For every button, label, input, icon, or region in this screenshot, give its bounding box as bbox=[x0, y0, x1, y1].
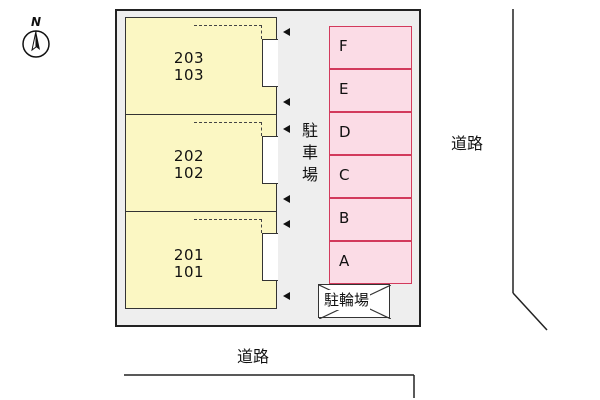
parking-space-label: C bbox=[339, 166, 350, 184]
parking-label-char: 場 bbox=[301, 165, 318, 184]
entrance-arrow-icon bbox=[283, 98, 290, 106]
building-unit-203-103: 203 103 bbox=[125, 17, 278, 115]
parking-space-d: D bbox=[329, 112, 412, 155]
balcony bbox=[262, 39, 278, 87]
compass-label: N bbox=[31, 15, 42, 29]
room-upper-number: 203 bbox=[173, 49, 205, 67]
entrance-arrow-icon bbox=[283, 292, 290, 300]
upper-floor-outline bbox=[194, 122, 262, 136]
entrance-arrow-icon bbox=[283, 220, 290, 228]
upper-floor-outline bbox=[194, 25, 262, 39]
road-label-right: 道路 bbox=[451, 134, 484, 153]
parking-label-char: 車 bbox=[301, 143, 318, 162]
parking-space-label: D bbox=[339, 123, 351, 141]
bicycle-parking: 駐輪場 bbox=[318, 284, 391, 319]
parking-space-a: A bbox=[329, 241, 412, 284]
room-upper-number: 201 bbox=[173, 246, 205, 264]
parking-space-label: F bbox=[339, 37, 348, 55]
entrance-arrow-icon bbox=[283, 125, 290, 133]
upper-floor-outline bbox=[194, 219, 262, 233]
parking-space-f: F bbox=[329, 26, 412, 69]
parking-label: 駐 車 場 bbox=[301, 120, 319, 186]
parking-space-label: B bbox=[339, 209, 350, 227]
road-label-bottom: 道路 bbox=[237, 347, 270, 366]
room-lower-number: 101 bbox=[173, 263, 205, 281]
parking-label-char: 駐 bbox=[301, 121, 318, 140]
compass: N bbox=[21, 15, 51, 59]
entrance-arrow-icon bbox=[283, 28, 290, 36]
parking-space-e: E bbox=[329, 69, 412, 112]
parking-space-label: A bbox=[339, 252, 350, 270]
north-arrow-icon bbox=[22, 30, 50, 58]
balcony bbox=[262, 136, 278, 184]
parking-space-label: E bbox=[339, 80, 349, 98]
entrance-arrow-icon bbox=[283, 195, 290, 203]
parking-space-b: B bbox=[329, 198, 412, 241]
room-lower-number: 102 bbox=[173, 164, 205, 182]
parking-space-c: C bbox=[329, 155, 412, 198]
building-unit-202-102: 202 102 bbox=[125, 114, 278, 212]
bicycle-parking-label: 駐輪場 bbox=[323, 290, 371, 310]
building-unit-201-101: 201 101 bbox=[125, 211, 278, 309]
room-lower-number: 103 bbox=[173, 66, 205, 84]
room-upper-number: 202 bbox=[173, 147, 205, 165]
balcony bbox=[262, 233, 278, 281]
